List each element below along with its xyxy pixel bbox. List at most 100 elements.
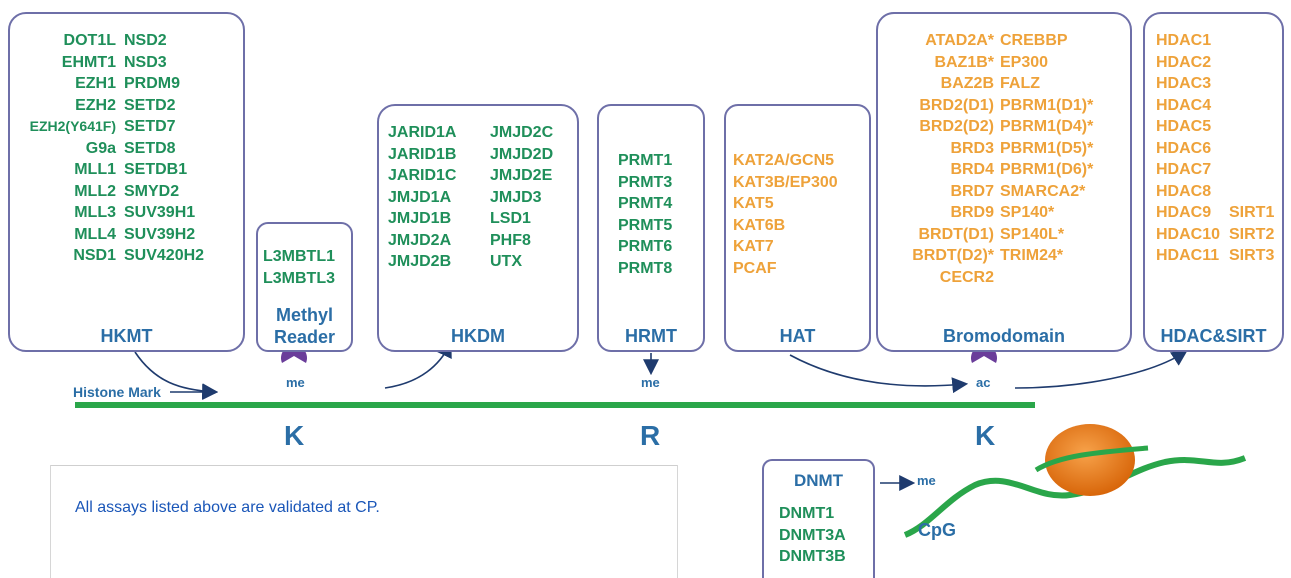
hat-item: KAT5 <box>733 195 774 212</box>
hkdm-item: JARID1A <box>388 124 457 141</box>
hkmt-item: MLL1 <box>74 161 116 178</box>
hkdm-item: JMJD3 <box>490 188 542 206</box>
hdac-col: HDAC1 HDAC2 HDAC3 HDAC4 HDAC5 HDAC6 HDAC… <box>1156 30 1220 267</box>
hdac-item: HDAC9 <box>1156 204 1212 221</box>
hdac-item: HDAC6 <box>1156 139 1212 157</box>
methyl-reader-list: L3MBTL1 L3MBTL3 <box>263 246 335 289</box>
hkmt-item: MLL3 <box>74 204 116 221</box>
hkmt-item: SMYD2 <box>124 182 180 200</box>
lysine-k-label: K <box>975 420 996 451</box>
cpg-label: CpG <box>918 520 956 540</box>
hat-list: KAT2A/GCN5 KAT3B/EP300 KAT5 KAT6B KAT7 P… <box>733 150 838 279</box>
hkdm-item: JMJD2C <box>490 124 554 141</box>
hdac-item: HDAC3 <box>1156 75 1212 92</box>
dnmt-label: DNMT <box>793 471 844 490</box>
bromodomain-item: TRIM24* <box>1000 247 1064 264</box>
hkmt-item: SUV39H2 <box>124 225 196 243</box>
validation-note: All assays listed above are validated at… <box>75 499 380 516</box>
hkdm-item: JARID1B <box>388 145 457 163</box>
hdac-sirt-box <box>1143 12 1284 352</box>
hdac-item: HDAC1 <box>1156 32 1212 49</box>
bromodomain-item: SMARCA2* <box>1000 182 1086 200</box>
arginine-r-label: R <box>640 420 661 451</box>
hdac-item: HDAC2 <box>1156 53 1212 71</box>
bromodomain-item: SP140* <box>1000 204 1055 221</box>
hkmt-item: SUV39H1 <box>124 204 196 221</box>
methyl-reader-box <box>256 222 353 352</box>
hkdm-item: JARID1C <box>388 167 457 184</box>
bromodomain-item: BRD4 <box>950 161 994 178</box>
hrmt-item: PRMT5 <box>618 216 673 234</box>
bromodomain-item: BRD2(D2) <box>919 118 994 135</box>
methyl-reader-item: L3MBTL3 <box>263 269 335 287</box>
bromodomain-item: EP300 <box>1000 53 1049 71</box>
bromodomain-item: BRD2(D1) <box>919 96 994 114</box>
hkmt-item: EZH1 <box>75 75 116 92</box>
bromodomain-item: BAZ1B* <box>934 53 994 71</box>
note-top-divider <box>50 465 678 466</box>
sirt-col: SIRT1 SIRT2 SIRT3 <box>1229 202 1274 267</box>
bromodomain-item: ATAD2A* <box>925 32 994 49</box>
bromodomain-item: CECR2 <box>939 268 994 286</box>
hkmt-item: SETD8 <box>124 139 176 157</box>
hdac-item: HDAC4 <box>1156 96 1212 114</box>
dnmt-item: DNMT3B <box>779 548 846 565</box>
methyl-reader-label-line1: Methyl <box>275 305 333 325</box>
hat-item: PCAF <box>733 259 777 277</box>
bromodomain-col2: CREBBP EP300 FALZ PBRM1(D1)* PBRM1(D4)* … <box>1000 30 1093 267</box>
bromodomain-item: SP140L* <box>1000 225 1065 243</box>
dnmt-item: DNMT3A <box>779 526 846 544</box>
bromodomain-col1: ATAD2A* BAZ1B* BAZ2B BRD2(D1) BRD2(D2) B… <box>870 30 994 288</box>
hkdm-item: JMJD2A <box>388 231 452 249</box>
hkmt-item: EZH2 <box>75 96 116 114</box>
hkmt-box <box>8 12 245 352</box>
ac-mark-lysine: ac <box>976 375 991 390</box>
hkmt-item: MLL4 <box>74 225 116 243</box>
hkdm-label: HKDM <box>451 326 505 346</box>
bromodomain-item: BRDT(D1) <box>918 225 994 243</box>
hkdm-item: PHF8 <box>490 231 531 249</box>
hkmt-item: NSD2 <box>124 32 167 49</box>
hat-item: KAT2A/GCN5 <box>733 152 835 169</box>
hat-label: HAT <box>779 326 816 346</box>
bromodomain-item: FALZ <box>1000 75 1040 92</box>
hkdm-box <box>377 104 579 352</box>
hrmt-item: PRMT6 <box>618 238 673 255</box>
lysine-k-label: K <box>284 420 305 451</box>
hrmt-list: PRMT1 PRMT3 PRMT4 PRMT5 PRMT6 PRMT8 <box>618 150 672 279</box>
hdac-sirt-label: HDAC&SIRT <box>1160 326 1267 346</box>
methyl-reader-label-line2: Reader <box>273 327 336 347</box>
dnmt-me-mark: me <box>917 473 936 488</box>
methyl-reader-label: Methyl Reader <box>256 304 353 348</box>
note-left-divider <box>50 465 51 578</box>
bromodomain-item: PBRM1(D4)* <box>1000 118 1094 135</box>
hkmt-item: PRDM9 <box>124 75 181 92</box>
nucleosome-icon <box>1045 424 1135 496</box>
hkdm-col1: JARID1A JARID1B JARID1C JMJD1A JMJD1B JM… <box>388 122 456 273</box>
hkmt-col1: DOT1L EHMT1 EZH1 EZH2 EZH2(Y641F) G9a ML… <box>10 30 116 267</box>
hdac-item: HDAC7 <box>1156 161 1212 178</box>
bromodomain-item: PBRM1(D6)* <box>1000 161 1094 178</box>
bromodomain-item: BRD9 <box>950 204 994 221</box>
hrmt-box <box>597 104 705 352</box>
dna-wrap <box>1034 445 1149 473</box>
hkmt-item: EHMT1 <box>61 53 116 71</box>
me-mark-arginine: me <box>641 375 660 390</box>
hdac-item: HDAC10 <box>1156 225 1221 243</box>
bromodomain-item: CREBBP <box>1000 32 1068 49</box>
hkmt-item: SETDB1 <box>124 161 188 178</box>
bromodomain-item: BRD3 <box>950 139 994 157</box>
bromodomain-item: BRDT(D2)* <box>912 247 994 264</box>
sirt-arrow <box>1014 350 1188 389</box>
hrmt-label: HRMT <box>625 326 677 346</box>
sirt-item: SIRT3 <box>1229 247 1275 264</box>
dnmt-list: DNMT1 DNMT3A DNMT3B <box>779 503 846 568</box>
bromodomain-label: Bromodomain <box>942 326 1065 346</box>
histone-mark-label: Histone Mark <box>73 384 161 400</box>
hkdm-item: UTX <box>490 253 522 270</box>
hkdm-item: JMJD2D <box>490 145 554 163</box>
hdac-item: HDAC5 <box>1156 118 1212 135</box>
hat-arrow <box>789 354 969 394</box>
bromodomain-item: BAZ2B <box>940 75 994 92</box>
dnmt-box <box>762 459 875 578</box>
